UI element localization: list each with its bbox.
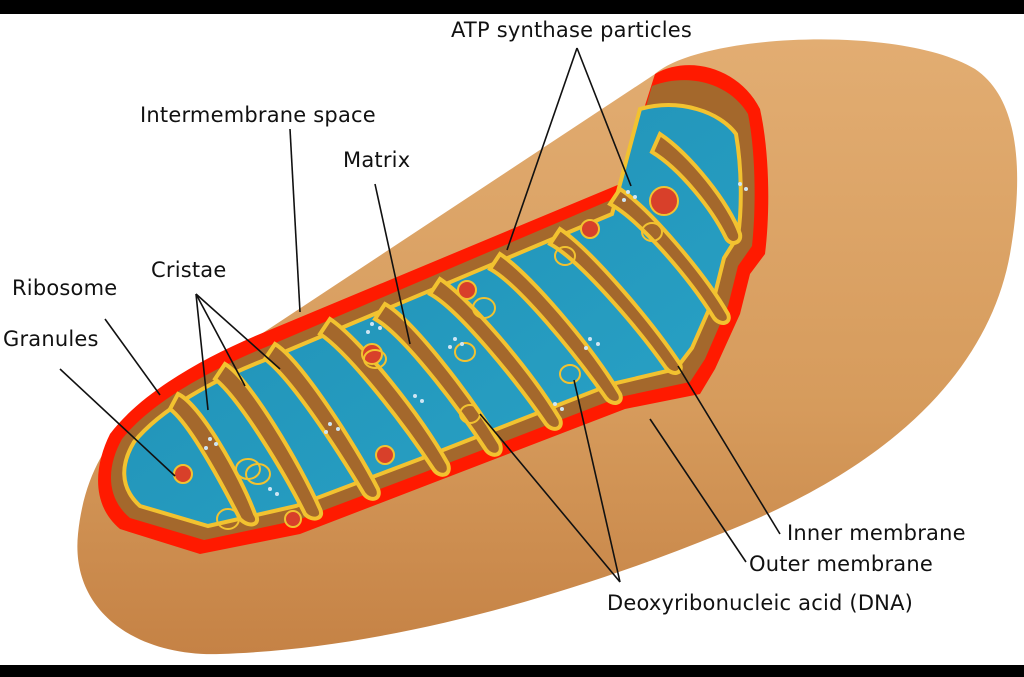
label-dna: Deoxyribonucleic acid (DNA) [607, 591, 914, 615]
granule-dots [204, 182, 748, 496]
label-outer-membrane: Outer membrane [749, 552, 933, 576]
label-cristae: Cristae [151, 258, 227, 282]
label-matrix: Matrix [343, 148, 411, 172]
label-atp-synthase-particles: ATP synthase particles [451, 18, 693, 42]
cristae-folds [167, 131, 743, 527]
label-granules: Granules [3, 327, 99, 351]
mitochondrion-illustration [59, 39, 1018, 655]
dna-rings [216, 222, 663, 530]
label-intermembrane-space: Intermembrane space [140, 103, 376, 127]
label-ribosome: Ribosome [12, 276, 118, 300]
diagram-canvas: ATP synthase particles Intermembrane spa… [0, 14, 1024, 665]
ribosomes [173, 186, 679, 528]
leader-lines [59, 47, 781, 583]
label-inner-membrane: Inner membrane [787, 521, 966, 545]
